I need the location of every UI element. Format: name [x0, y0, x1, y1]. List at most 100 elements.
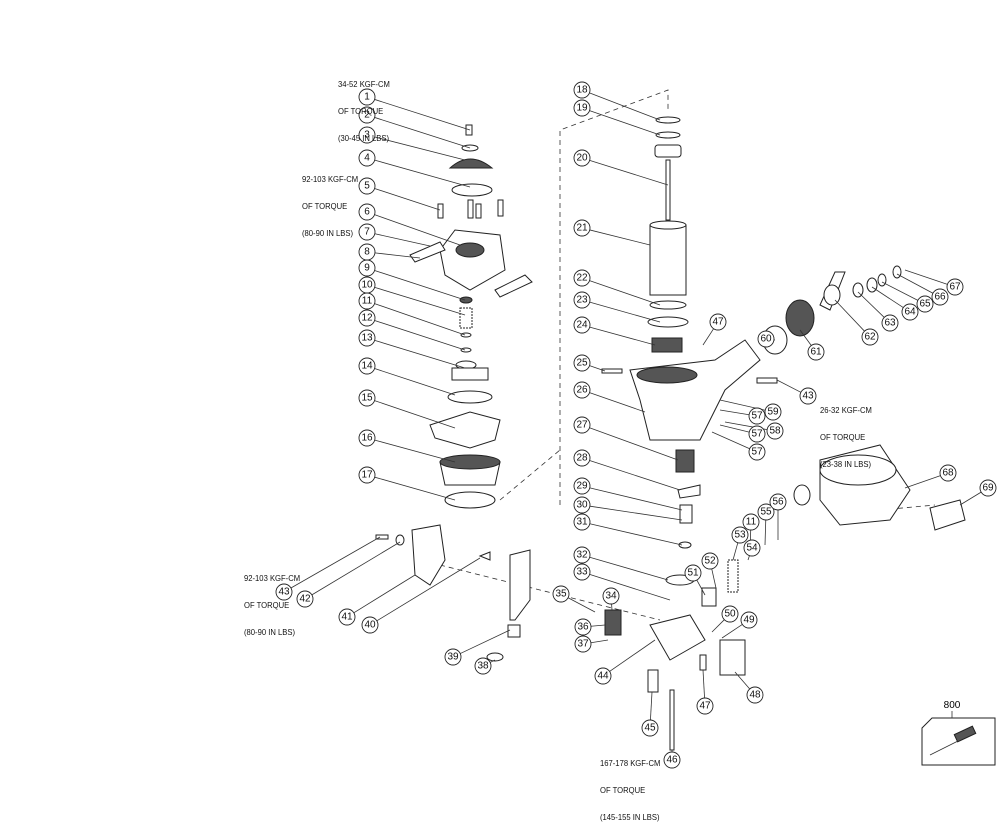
part-callout-52[interactable]: 52	[702, 553, 718, 569]
leader-line	[375, 287, 465, 315]
torque-note-cap: 92-103 KGF-CM OF TORQUE (80-90 IN LBS)	[302, 157, 358, 247]
part-callout-20[interactable]: 20	[574, 150, 590, 166]
part-callout-21[interactable]: 21	[574, 220, 590, 236]
part-callout-30[interactable]: 30	[574, 497, 590, 513]
callout-number: 42	[299, 594, 311, 605]
part-callout-46[interactable]: 46	[664, 752, 680, 768]
callout-number: 5	[364, 181, 370, 192]
part-callout-60[interactable]: 60	[758, 331, 774, 347]
part-callout-11[interactable]: 11	[743, 514, 759, 530]
part-callout-8[interactable]: 8	[359, 244, 375, 260]
parts-drawing	[376, 90, 995, 765]
leader-line	[835, 300, 865, 331]
leader-line	[882, 282, 918, 300]
callout-number: 49	[743, 615, 755, 626]
callout-number: 25	[576, 358, 588, 369]
callout-number: 45	[644, 723, 656, 734]
part-callout-19[interactable]: 19	[574, 100, 590, 116]
leader-line	[590, 160, 668, 185]
part-callout-16[interactable]: 16	[359, 430, 375, 446]
part-callout-15[interactable]: 15	[359, 390, 375, 406]
part-callout-44[interactable]: 44	[595, 668, 611, 684]
part-callout-39[interactable]: 39	[445, 649, 461, 665]
part-callout-51[interactable]: 51	[685, 565, 701, 581]
part-callout-47[interactable]: 47	[697, 698, 713, 714]
part-callout-5[interactable]: 5	[359, 178, 375, 194]
part-callout-49[interactable]: 49	[741, 612, 757, 628]
part-callout-32[interactable]: 32	[574, 547, 590, 563]
part-callout-57[interactable]: 57	[749, 426, 765, 442]
part-callout-56[interactable]: 56	[770, 494, 786, 510]
leader-line	[375, 440, 455, 462]
part-callout-65[interactable]: 65	[917, 296, 933, 312]
leader-line	[590, 557, 668, 580]
part-callout-22[interactable]: 22	[574, 270, 590, 286]
part-callout-45[interactable]: 45	[642, 720, 658, 736]
part-callout-17[interactable]: 17	[359, 467, 375, 483]
leader-line	[590, 574, 670, 600]
part-callout-41[interactable]: 41	[339, 609, 355, 625]
part-callout-18[interactable]: 18	[574, 82, 590, 98]
cap-assembly	[410, 125, 532, 508]
callout-number: 53	[734, 530, 746, 541]
part-callout-61[interactable]: 61	[808, 344, 824, 360]
callout-number: 40	[364, 620, 376, 631]
part-callout-37[interactable]: 37	[575, 636, 591, 652]
part-callout-27[interactable]: 27	[574, 417, 590, 433]
callout-number: 69	[982, 483, 994, 494]
part-callout-62[interactable]: 62	[862, 329, 878, 345]
callout-number: 57	[751, 411, 763, 422]
part-callout-67[interactable]: 67	[947, 279, 963, 295]
part-callout-57[interactable]: 57	[749, 408, 765, 424]
part-callout-13[interactable]: 13	[359, 330, 375, 346]
part-callout-33[interactable]: 33	[574, 564, 590, 580]
part-callout-11[interactable]: 11	[359, 293, 375, 309]
callout-number: 43	[802, 391, 814, 402]
callout-number: 50	[724, 609, 736, 620]
part-callout-54[interactable]: 54	[744, 540, 760, 556]
part-callout-12[interactable]: 12	[359, 310, 375, 326]
part-callout-64[interactable]: 64	[902, 304, 918, 320]
part-callout-69[interactable]: 69	[980, 480, 996, 496]
part-callout-38[interactable]: 38	[475, 658, 491, 674]
part-callout-6[interactable]: 6	[359, 204, 375, 220]
part-callout-35[interactable]: 35	[553, 586, 569, 602]
callout-number: 54	[746, 543, 758, 554]
part-callout-47[interactable]: 47	[710, 314, 726, 330]
callout-number: 29	[576, 481, 588, 492]
part-callout-26[interactable]: 26	[574, 382, 590, 398]
part-callout-34[interactable]: 34	[603, 588, 619, 604]
part-callout-50[interactable]: 50	[722, 606, 738, 622]
part-callout-9[interactable]: 9	[359, 260, 375, 276]
callout-number: 31	[576, 517, 588, 528]
part-callout-63[interactable]: 63	[882, 315, 898, 331]
part-callout-4[interactable]: 4	[359, 150, 375, 166]
part-callout-7[interactable]: 7	[359, 224, 375, 240]
part-callout-57[interactable]: 57	[749, 444, 765, 460]
part-callout-48[interactable]: 48	[747, 687, 763, 703]
part-callout-58[interactable]: 58	[767, 423, 783, 439]
part-callout-29[interactable]: 29	[574, 478, 590, 494]
part-callout-40[interactable]: 40	[362, 617, 378, 633]
callout-number: 46	[666, 755, 678, 766]
part-callout-68[interactable]: 68	[940, 465, 956, 481]
part-callout-28[interactable]: 28	[574, 450, 590, 466]
torque-value: 167-178 KGF-CM	[600, 759, 660, 768]
leader-line	[590, 488, 682, 510]
callout-number: 15	[361, 393, 373, 404]
part-callout-36[interactable]: 36	[575, 619, 591, 635]
assembly-dashed-line	[440, 565, 660, 620]
torque-value: 92-103 KGF-CM	[244, 574, 300, 583]
callout-number: 27	[576, 420, 588, 431]
part-callout-59[interactable]: 59	[765, 404, 781, 420]
part-callout-66[interactable]: 66	[932, 289, 948, 305]
part-callout-10[interactable]: 10	[359, 277, 375, 293]
leader-line	[590, 327, 655, 345]
part-callout-53[interactable]: 53	[732, 527, 748, 543]
part-callout-31[interactable]: 31	[574, 514, 590, 530]
part-callout-43[interactable]: 43	[800, 388, 816, 404]
part-callout-14[interactable]: 14	[359, 358, 375, 374]
part-callout-24[interactable]: 24	[574, 317, 590, 333]
part-callout-25[interactable]: 25	[574, 355, 590, 371]
part-callout-23[interactable]: 23	[574, 292, 590, 308]
